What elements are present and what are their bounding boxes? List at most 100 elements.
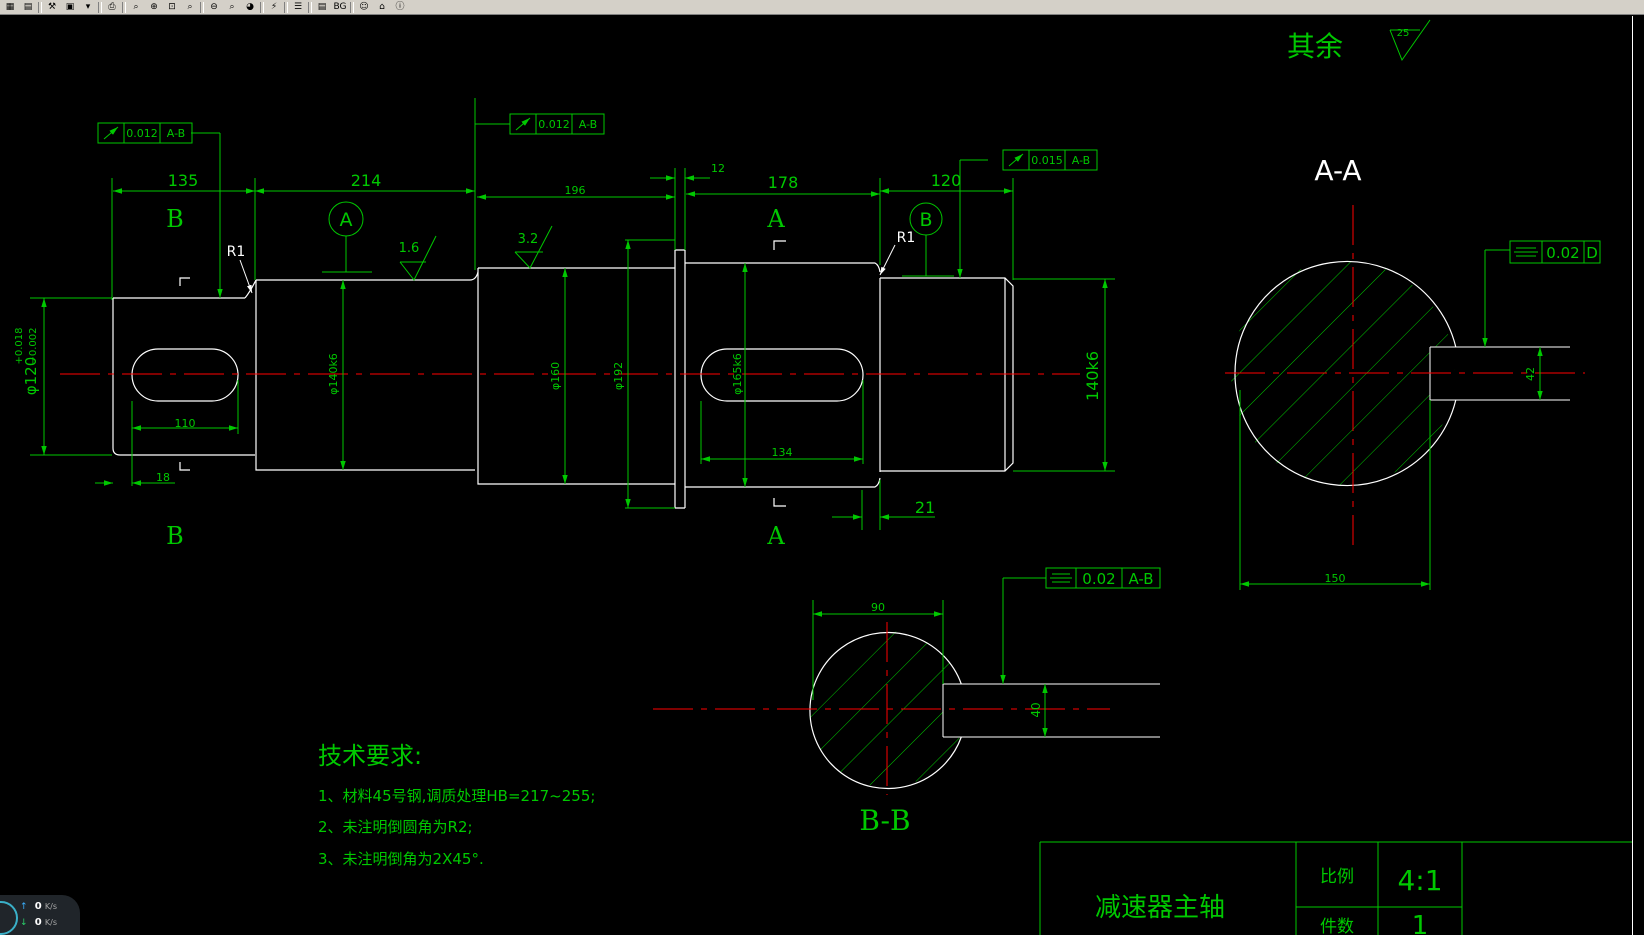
dim-12: 12 [711, 162, 725, 175]
qty-value: 1 [1412, 911, 1429, 935]
network-monitor-widget[interactable]: ↑ 0 K/s ↓ 0 K/s [0, 895, 80, 935]
toolbar-separator [260, 1, 264, 13]
dim-phi165k6: φ165k6 [731, 353, 744, 395]
section-mark-b-bottom: B [166, 522, 184, 550]
dim-120: 120 [931, 171, 962, 190]
list-icon[interactable]: ☰ [293, 1, 303, 12]
paste-icon[interactable]: ▣ [65, 1, 75, 12]
zoom-window-icon[interactable]: ⊡ [168, 1, 176, 12]
user-icon[interactable]: ☺ [359, 1, 369, 12]
toolbar-separator [350, 1, 354, 13]
bg-icon[interactable]: BG [333, 1, 347, 12]
svg-text:A-B: A-B [167, 127, 185, 140]
zoom-extents-icon[interactable]: ⌕ [229, 1, 235, 12]
toolbar-separator [308, 1, 312, 13]
dim-134: 134 [772, 446, 793, 459]
dim-phi160: φ160 [549, 362, 562, 390]
datum-b-label: B [919, 209, 932, 231]
dim-phi140k6: φ140k6 [327, 353, 340, 395]
technical-requirements: 技术要求: 1、材料45号钢,调质处理HB=217~255; 2、未注明倒圆角为… [318, 742, 595, 868]
download-speed: 0 [34, 917, 42, 928]
section-mark-a-bottom: A [766, 522, 785, 550]
upload-unit: K/s [44, 902, 57, 911]
svg-text:0.015: 0.015 [1031, 154, 1063, 167]
dim-18: 18 [156, 471, 170, 484]
qty-label: 件数 [1320, 917, 1354, 935]
toolbar-separator [200, 1, 204, 13]
dim-42: 42 [1524, 367, 1537, 381]
print-icon[interactable]: ⎙ [108, 1, 116, 12]
color-icon[interactable]: ◕ [246, 1, 254, 12]
doc-icon[interactable]: ▤ [317, 1, 327, 12]
svg-text:0.012: 0.012 [538, 118, 570, 131]
dim-135: 135 [168, 171, 199, 190]
dimension-lines [30, 98, 1115, 530]
tech-req-line-3: 3、未注明倒角为2X45°. [318, 850, 484, 868]
gdt-frame-3: 0.015 A-B [1002, 149, 1098, 171]
gdt-5-datum: A-B [1128, 570, 1153, 588]
layers-icon[interactable]: ▤ [23, 1, 33, 12]
dim-phi192: φ192 [612, 362, 625, 390]
gdt-5-value: 0.02 [1082, 570, 1115, 588]
section-bb-title: B-B [859, 804, 910, 837]
dim-110: 110 [175, 417, 196, 430]
vertical-scrollbar[interactable] [1632, 16, 1644, 935]
svg-text:0.012: 0.012 [126, 127, 158, 140]
zoom-realtime-icon[interactable]: ⌕ [187, 1, 193, 12]
dim-phi120-lower: −0.002 [28, 327, 39, 364]
drawing-canvas[interactable]: 135 214 196 12 178 120 110 18 134 21 φ12… [0, 16, 1644, 935]
other-surfaces-value: 25 [1397, 28, 1410, 39]
section-mark-b-top: B [166, 205, 184, 233]
home-icon[interactable]: ⌂ [379, 1, 385, 12]
network-gauge-icon [0, 901, 18, 935]
download-unit: K/s [44, 918, 57, 927]
shaft-outline [112, 249, 1014, 509]
cad-drawing[interactable]: 135 214 196 12 178 120 110 18 134 21 φ12… [0, 16, 1632, 935]
dropdown-icon[interactable]: ▾ [85, 1, 91, 12]
section-aa-view [1225, 205, 1601, 590]
download-arrow-icon: ↓ [20, 918, 28, 928]
dim-21: 21 [915, 498, 935, 517]
dim-196: 196 [565, 184, 586, 197]
tech-req-line-1: 1、材料45号钢,调质处理HB=217~255; [318, 787, 595, 805]
flash-icon[interactable]: ⚡ [270, 1, 278, 12]
section-cut-ticks [179, 240, 786, 507]
svg-text:A-B: A-B [579, 118, 597, 131]
gdt-frame-1: 0.012 A-B [97, 122, 193, 144]
dim-40: 40 [1029, 702, 1043, 717]
cad-toolbar: ▦ ▤ ⚒ ▣ ▾ ⎙ ⌕ ⊕ ⊡ ⌕ ⊖ ⌕ ◕ ⚡ ☰ ▤ BG ☺ ⌂ ⓘ [0, 0, 1644, 15]
dim-140k6: 140k6 [1083, 351, 1102, 401]
info-icon[interactable]: ⓘ [395, 1, 405, 12]
dim-phi120-upper: +0.018 [14, 327, 25, 364]
tech-req-title: 技术要求: [318, 742, 422, 770]
datum-markers [322, 201, 954, 277]
upload-arrow-icon: ↑ [20, 902, 28, 912]
zoom-in-icon[interactable]: ⊕ [150, 1, 158, 12]
toolbar-separator [98, 1, 102, 13]
tool-icon[interactable]: ⚒ [47, 1, 57, 12]
save-icon[interactable]: ▦ [5, 1, 15, 12]
section-mark-a-top: A [766, 205, 785, 233]
section-markers: B B A A [166, 205, 785, 550]
dim-178: 178 [768, 173, 799, 192]
upload-speed: 0 [34, 901, 42, 912]
zoom-icon[interactable]: ⌕ [133, 1, 139, 12]
gdt-frame-2: 0.012 A-B [509, 113, 605, 135]
section-aa-title: A-A [1314, 154, 1361, 187]
section-bb-view [653, 567, 1161, 795]
gdt-4-value: 0.02 [1546, 244, 1579, 262]
dim-150: 150 [1325, 572, 1346, 585]
scale-label: 比例 [1320, 867, 1354, 887]
roughness-3-2: 3.2 [518, 232, 539, 247]
roughness-symbols [399, 19, 1431, 281]
radius-right-label: R1 [897, 230, 916, 246]
dimension-text: 135 214 196 12 178 120 110 18 134 21 φ12… [14, 162, 1102, 517]
zoom-prev-icon[interactable]: ⊖ [210, 1, 218, 12]
datum-a-label: A [340, 209, 353, 231]
gdt-4-datum: D [1586, 244, 1598, 262]
toolbar-separator [122, 1, 126, 13]
dim-90: 90 [871, 601, 885, 614]
tech-req-line-2: 2、未注明倒圆角为R2; [318, 818, 473, 836]
roughness-1-6: 1.6 [399, 241, 420, 256]
svg-text:A-B: A-B [1072, 154, 1090, 167]
